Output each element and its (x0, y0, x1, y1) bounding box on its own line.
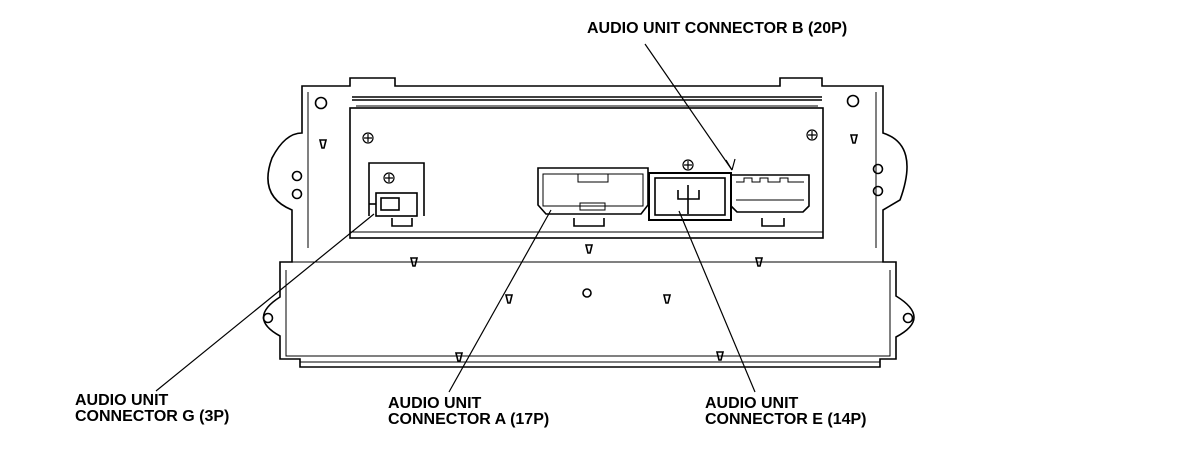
connector-a (537, 167, 649, 215)
label-connector-a-line2: CONNECTOR A (17P) (388, 411, 550, 428)
label-connector-b: AUDIO UNIT CONNECTOR B (20P) (587, 21, 847, 37)
label-connector-e-line1: AUDIO UNIT (705, 395, 799, 412)
connector-b (730, 174, 810, 213)
leader-connector-b (644, 43, 733, 171)
leader-connector-g (155, 213, 375, 392)
label-connector-a-line1: AUDIO UNIT (388, 395, 482, 412)
leader-b-arrow (725, 158, 736, 171)
label-connector-g-line2: CONNECTOR G (3P) (75, 408, 230, 425)
connector-e (648, 172, 732, 221)
rear-panel (349, 107, 824, 239)
label-connector-a: AUDIO UNIT CONNECTOR A (17P) (388, 396, 549, 428)
leader-lines (155, 43, 756, 393)
leader-connector-e (678, 210, 756, 393)
label-connector-b-text: AUDIO UNIT CONNECTOR B (20P) (587, 20, 848, 37)
connector-g (368, 162, 425, 217)
label-connector-g-line1: AUDIO UNIT (75, 392, 169, 409)
label-connector-e: AUDIO UNIT CONNECTOR E (14P) (705, 396, 867, 428)
label-connector-g: AUDIO UNIT CONNECTOR G (3P) (75, 393, 229, 425)
label-connector-e-line2: CONNECTOR E (14P) (705, 411, 867, 428)
leader-connector-a (448, 209, 552, 393)
audio-unit-chassis (262, 77, 915, 368)
